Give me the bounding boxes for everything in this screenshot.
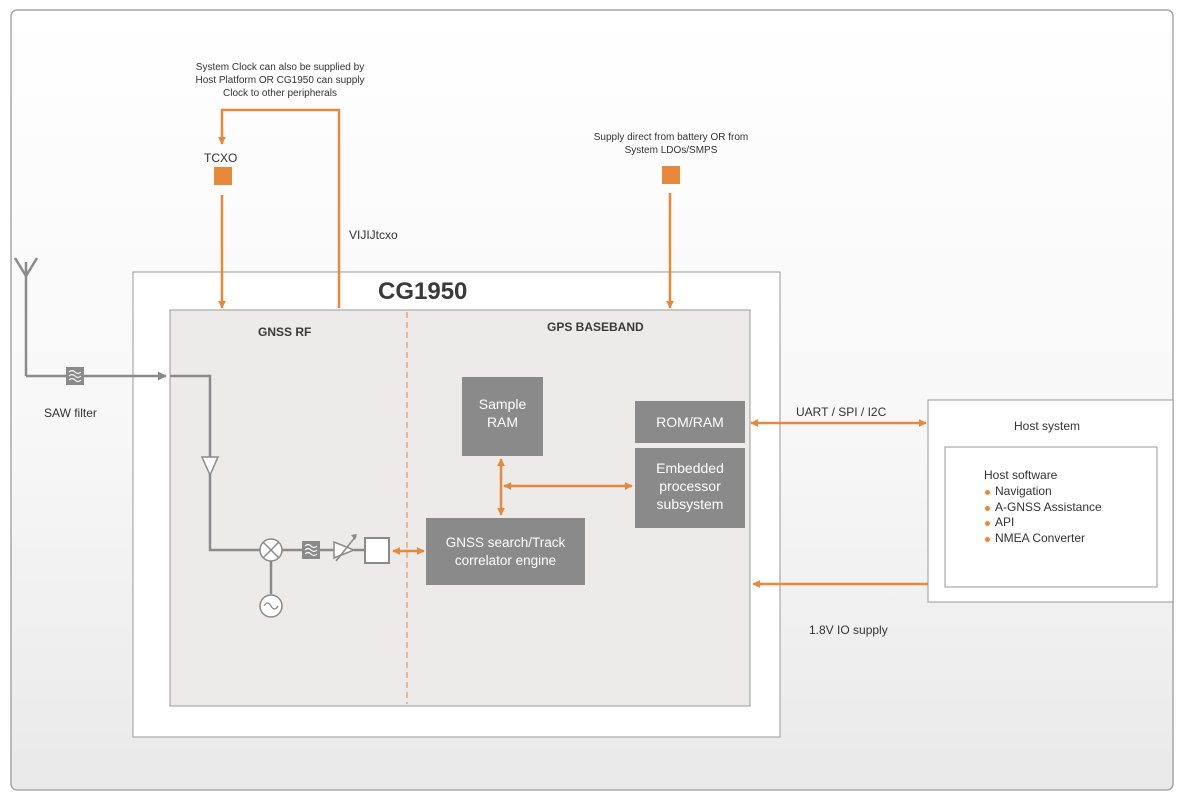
adc-icon (364, 537, 390, 564)
correlator-line: correlator engine (454, 553, 557, 568)
correlator-line: GNSS search/Track (445, 535, 566, 550)
supply-note-line: System LDOs/SMPS (624, 145, 718, 156)
clock-note-line: System Clock can also be supplied by (195, 62, 365, 73)
host-software-title: Host software (984, 468, 1058, 482)
sample-ram-line: Sample (478, 396, 527, 412)
supply-note-line: Supply direct from battery OR from (593, 132, 749, 143)
sample-ram-block (462, 377, 543, 456)
mixer-icon (259, 538, 283, 562)
clock-note-line: Host Platform OR CG1950 can supply (195, 75, 365, 86)
correlator-engine-block (426, 518, 585, 585)
tcxo-square (214, 167, 232, 185)
chip-title: CG1950 (378, 278, 468, 305)
list-item: A-GNSS Assistance (985, 500, 1102, 516)
gps-baseband-title: GPS BASEBAND (547, 320, 644, 334)
correlator-engine-label: GNSS search/Track correlator engine (426, 534, 585, 570)
oscillator-icon (259, 594, 283, 618)
saw-filter-icon (66, 367, 84, 385)
supply-square (662, 166, 680, 184)
rom-ram-block (635, 401, 745, 443)
embedded-line: Embedded (656, 460, 724, 476)
vga-icon (333, 534, 357, 562)
tcxo-label: TCXO (204, 151, 238, 165)
gnss-rf-title: GNSS RF (258, 325, 312, 339)
host-software-list: Navigation A-GNSS Assistance API NMEA Co… (985, 484, 1102, 546)
host-system-title: Host system (1014, 419, 1081, 433)
uart-label: UART / SPI / I2C (796, 405, 887, 419)
host-software-box (944, 446, 1158, 588)
supply-note: Supply direct from battery OR from Syste… (571, 131, 771, 157)
rom-ram-label: ROM/RAM (656, 414, 724, 430)
clock-return-line (218, 108, 341, 308)
clock-note-line: Clock to other peripherals (223, 88, 337, 99)
clock-note: System Clock can also be supplied by Hos… (180, 61, 380, 100)
list-item: NMEA Converter (985, 531, 1102, 547)
saw-filter-label: SAW filter (44, 406, 97, 420)
sample-ram-label: Sample RAM (462, 395, 543, 431)
embedded-line: processor (659, 478, 721, 494)
embedded-processor-block (635, 448, 745, 528)
embedded-processor-label: Embedded processor subsystem (635, 459, 745, 513)
lna-icon (200, 456, 220, 477)
if-filter-icon (302, 541, 320, 559)
vtcxo-label: VIJIJtcxo (349, 228, 398, 242)
io-supply-label: 1.8V IO supply (809, 623, 888, 637)
list-item: Navigation (985, 484, 1102, 500)
sample-ram-line: RAM (486, 414, 519, 430)
list-item: API (985, 515, 1102, 531)
embedded-line: subsystem (656, 496, 724, 512)
antenna-icon (13, 257, 39, 376)
